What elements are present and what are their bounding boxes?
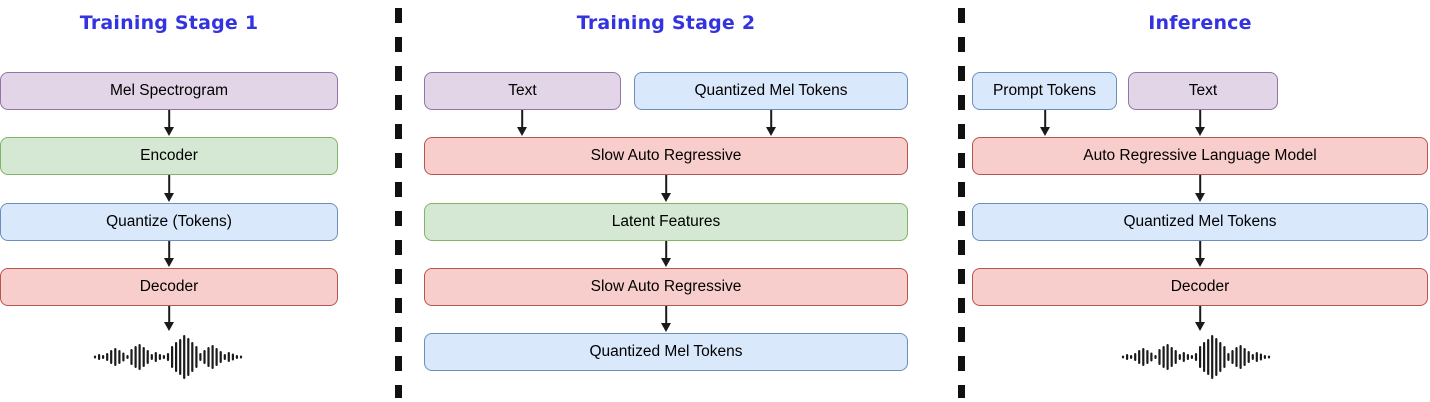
- arrow-down-icon: [162, 306, 176, 331]
- arrow-down-icon: [659, 241, 673, 267]
- node-label: Slow Auto Regressive: [590, 278, 742, 295]
- node-label: Latent Features: [611, 213, 721, 230]
- arrow-down-icon: [1193, 241, 1207, 267]
- section-divider: [395, 8, 402, 398]
- node-label: Text: [1188, 82, 1218, 99]
- arrow-down-icon: [659, 175, 673, 202]
- section-title-training-stage-2: Training Stage 2: [576, 12, 756, 34]
- arrow-down-icon: [1193, 175, 1207, 202]
- arrow-down-icon: [1193, 110, 1207, 136]
- node-label: Auto Regressive Language Model: [1083, 147, 1317, 164]
- arrow-down-icon: [764, 110, 778, 136]
- node-quantized-mel-tokens: Quantized Mel Tokens: [972, 203, 1428, 241]
- arrow-down-icon: [162, 175, 176, 202]
- node-latent-features: Latent Features: [424, 203, 908, 241]
- node-label: Slow Auto Regressive: [590, 147, 742, 164]
- arrow-down-icon: [1038, 110, 1052, 136]
- arrow-down-icon: [162, 241, 176, 267]
- node-auto-regressive-language-model: Auto Regressive Language Model: [972, 137, 1428, 175]
- node-label: Quantize (Tokens): [106, 213, 232, 230]
- node-slow-auto-regressive-2: Slow Auto Regressive: [424, 268, 908, 306]
- node-mel-spectrogram: Mel Spectrogram: [0, 72, 338, 110]
- node-text-input: Text: [1128, 72, 1278, 110]
- node-label: Decoder: [139, 278, 199, 295]
- node-label: Prompt Tokens: [992, 82, 1097, 99]
- node-label: Decoder: [1170, 278, 1230, 295]
- node-slow-auto-regressive-1: Slow Auto Regressive: [424, 137, 908, 175]
- waveform-icon: [1121, 335, 1271, 379]
- node-label: Encoder: [140, 147, 198, 164]
- node-label: Quantized Mel Tokens: [589, 343, 743, 360]
- arrow-down-icon: [162, 110, 176, 136]
- node-quantized-mel-tokens-input: Quantized Mel Tokens: [634, 72, 908, 110]
- node-encoder: Encoder: [0, 137, 338, 175]
- section-title-training-stage-1: Training Stage 1: [79, 12, 259, 34]
- section-title-inference: Inference: [1148, 12, 1252, 34]
- waveform-icon: [93, 335, 243, 379]
- node-decoder: Decoder: [972, 268, 1428, 306]
- node-label: Mel Spectrogram: [109, 82, 228, 99]
- node-label: Quantized Mel Tokens: [694, 82, 848, 99]
- node-quantized-mel-tokens-output: Quantized Mel Tokens: [424, 333, 908, 371]
- node-label: Quantized Mel Tokens: [1123, 213, 1277, 230]
- node-decoder: Decoder: [0, 268, 338, 306]
- section-divider: [958, 8, 965, 398]
- arrow-down-icon: [515, 110, 529, 136]
- node-text-input: Text: [424, 72, 621, 110]
- arrow-down-icon: [659, 306, 673, 332]
- node-prompt-tokens: Prompt Tokens: [972, 72, 1117, 110]
- arrow-down-icon: [1193, 306, 1207, 331]
- node-label: Text: [508, 82, 537, 99]
- node-quantize-tokens: Quantize (Tokens): [0, 203, 338, 241]
